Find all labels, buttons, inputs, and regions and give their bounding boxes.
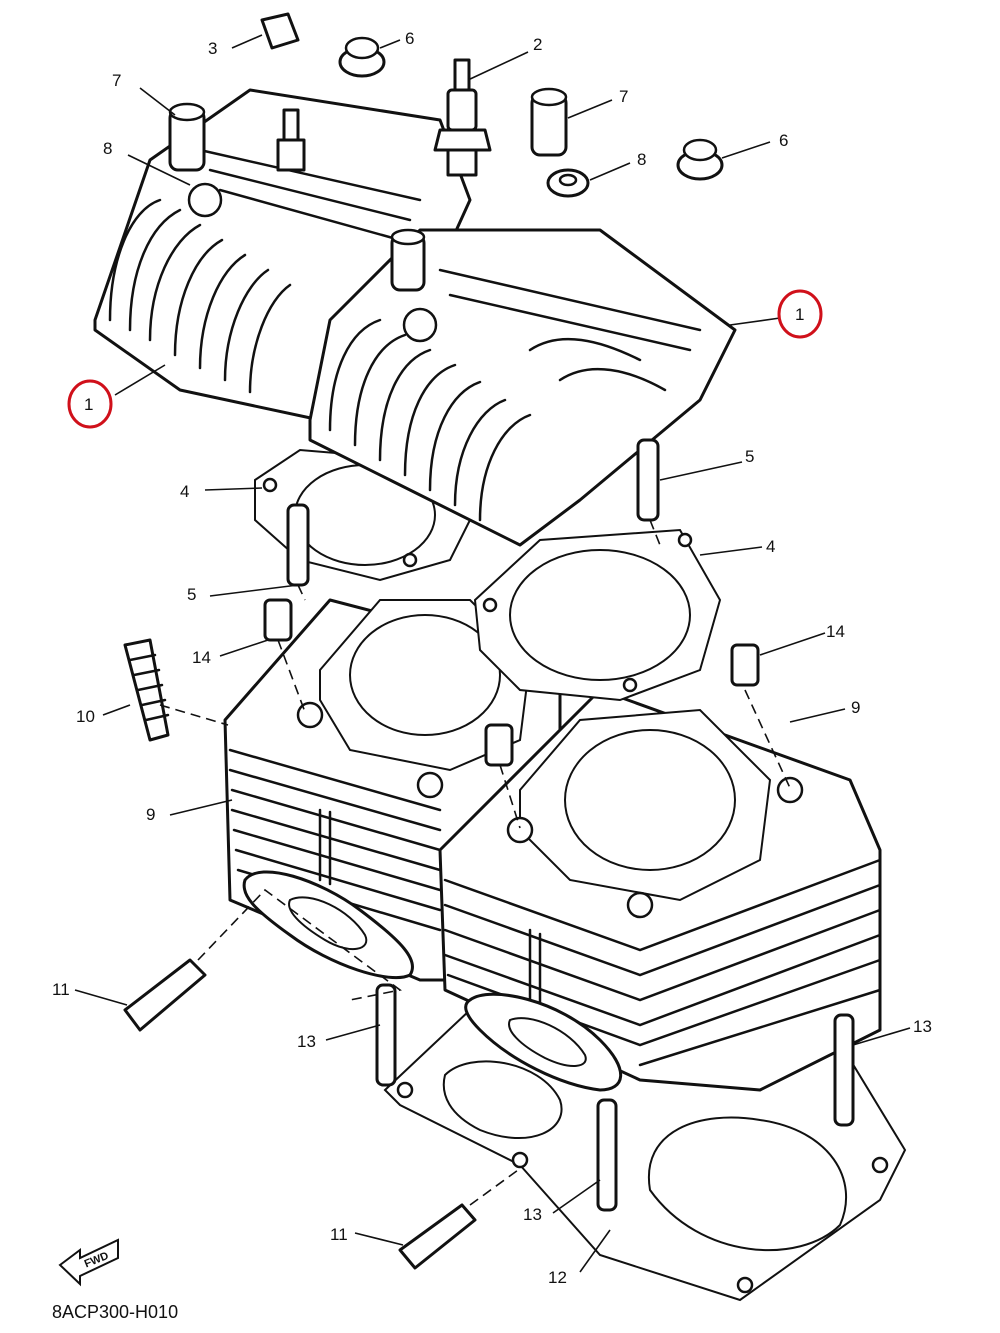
callout-1: 1	[795, 305, 804, 324]
nut-14-right	[730, 643, 760, 687]
cylinder-bores	[296, 599, 804, 919]
callout-14: 14	[192, 648, 211, 667]
drawing-code: 8ACP300-H010	[52, 1302, 178, 1322]
callout-8: 8	[103, 139, 112, 158]
cylinder-head-front	[308, 228, 737, 547]
stud-13-right	[833, 1013, 855, 1127]
callout-7: 7	[619, 87, 628, 106]
dowel-5-left	[286, 503, 310, 587]
spacer-7-left	[168, 102, 206, 172]
highlight-ring-left	[67, 379, 113, 429]
callout-8: 8	[637, 150, 646, 169]
spark-plug	[433, 58, 492, 177]
callout-12: 12	[548, 1268, 567, 1287]
callout-7: 7	[112, 71, 121, 90]
callout-4: 4	[766, 537, 775, 556]
nut-14-left	[263, 598, 293, 642]
callout-6: 6	[779, 131, 788, 150]
dowel-5-right	[636, 438, 660, 522]
callout-9: 9	[146, 805, 155, 824]
callout-4: 4	[180, 482, 189, 501]
washer-8-right	[546, 168, 590, 198]
callout-9: 9	[851, 698, 860, 717]
spark-plug-small	[276, 108, 306, 172]
callout-3: 3	[208, 39, 217, 58]
nut-3	[260, 12, 300, 50]
callout-14: 14	[826, 622, 845, 641]
callout-5: 5	[745, 447, 754, 466]
stud-11-lower	[398, 1203, 477, 1270]
stud-13-left	[375, 983, 397, 1087]
callout-5: 5	[187, 585, 196, 604]
spacer-7-right	[530, 87, 568, 157]
callout-10: 10	[76, 707, 95, 726]
nut-center	[484, 723, 514, 767]
callout-13: 13	[297, 1032, 316, 1051]
highlight-ring-right	[777, 289, 823, 339]
nut-6-left	[338, 36, 386, 78]
alignment-lines	[159, 519, 791, 1206]
forward-arrow-icon: FWD	[58, 1238, 119, 1287]
callouts: 3 6 2 7 7 8 8 6 1 1 4 5 4 5 14 14 10 9 9…	[52, 29, 932, 1287]
callout-13: 13	[913, 1017, 932, 1036]
highlight-rings	[67, 289, 823, 429]
bolt-10	[123, 638, 170, 742]
stud-13-center	[596, 1098, 618, 1212]
stud-11-upper	[123, 958, 207, 1032]
leader-lines	[74, 34, 911, 1273]
callout-11: 11	[52, 980, 70, 999]
callout-6: 6	[405, 29, 414, 48]
nut-6-right	[676, 138, 724, 181]
callout-1: 1	[84, 395, 93, 414]
callout-11: 11	[330, 1225, 348, 1244]
head-gasket-front	[473, 528, 722, 702]
callout-13: 13	[523, 1205, 542, 1224]
spacer-front-head	[390, 228, 426, 292]
callout-2: 2	[533, 35, 542, 54]
